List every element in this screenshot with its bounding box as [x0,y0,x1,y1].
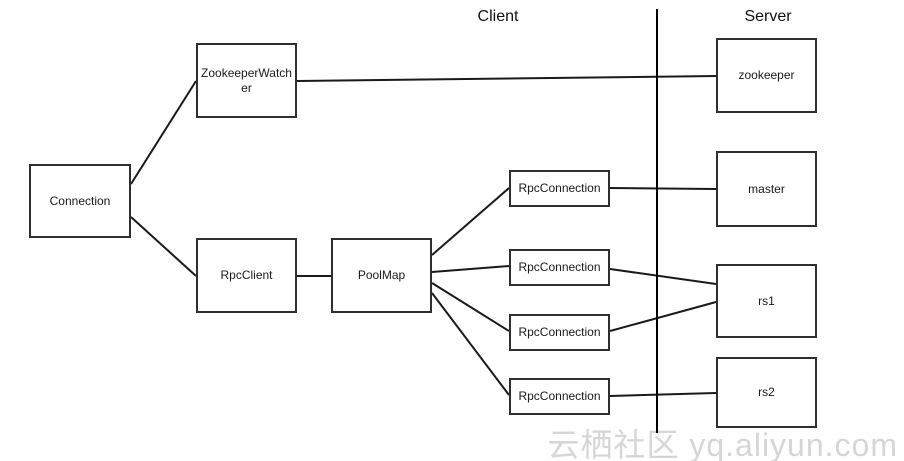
diagram-node-rpcconnection2: RpcConnection [509,249,610,286]
edge-rpcconnection4-to-rs2 [609,392,717,397]
node-label: PoolMap [357,268,406,283]
diagram-node-rs1: rs1 [716,264,817,338]
server-section-label: Server [744,8,792,25]
diagram-node-rpcconnection4: RpcConnection [509,378,610,415]
node-label: rs1 [758,293,775,308]
node-label: Connection [49,193,111,208]
node-label: ZookeeperWatcher [201,66,292,95]
diagram-node-zookeeper: zookeeper [716,38,817,113]
edge-rpcconnection1-to-master [609,187,717,190]
node-label: rs2 [758,385,775,400]
node-label: zookeeper [738,68,795,83]
diagram-node-master: master [716,151,817,227]
diagram-node-rpcconnection3: RpcConnection [509,314,610,351]
node-label: master [748,181,785,196]
diagram-node-zookeeperwatcher: ZookeeperWatcher [196,43,297,118]
edge-poolmap-to-rpcconnection2 [431,265,510,273]
node-label: RpcClient [220,268,273,283]
edge-rpcconnection2-to-rs1 [609,268,717,285]
diagram-node-rs2: rs2 [716,357,817,428]
edge-poolmap-to-rpcconnection1 [431,187,510,256]
edge-connection-to-zookeeperwatcher [130,80,197,185]
diagram-node-rpcconnection1: RpcConnection [509,170,610,207]
node-label: RpcConnection [518,260,601,275]
edge-rpcconnection3-to-rs1 [609,301,717,332]
watermark: 云栖社区 yq.aliyun.com [547,427,898,461]
edge-poolmap-to-rpcconnection4 [431,292,510,396]
diagram-node-connection: Connection [29,164,131,238]
node-label: RpcConnection [518,181,601,196]
client-section-label: Client [477,8,519,25]
diagram-node-poolmap: PoolMap [331,238,432,313]
diagram-node-rpcclient: RpcClient [196,238,297,313]
edge-poolmap-to-rpcconnection3 [431,282,510,332]
edge-zookeeperwatcher-to-zookeeper [296,75,717,82]
node-label: RpcConnection [518,389,601,404]
node-label: RpcConnection [518,325,601,340]
edge-connection-to-rpcclient [130,216,197,277]
